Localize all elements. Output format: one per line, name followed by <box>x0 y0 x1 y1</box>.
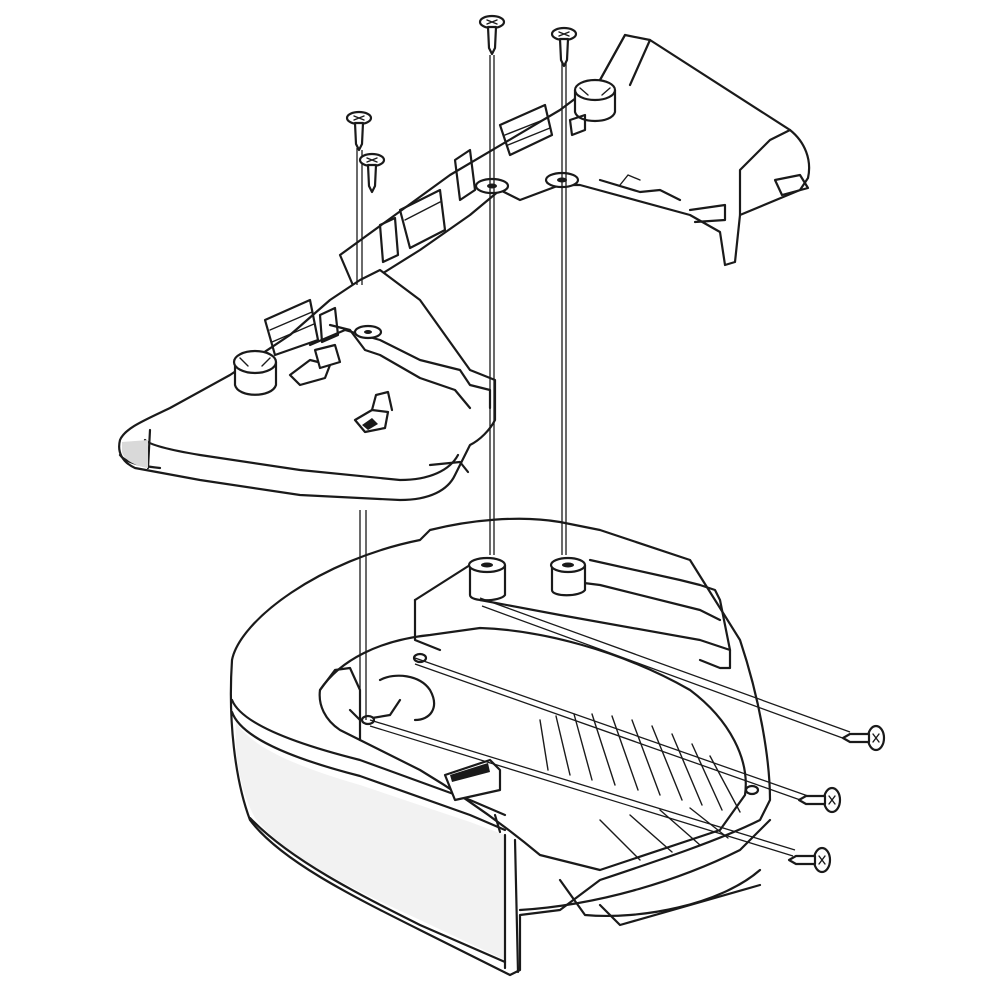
screw-side-1 <box>841 724 886 752</box>
screw-top-left-2 <box>358 152 386 194</box>
screw-icon <box>345 14 886 874</box>
screw-top-left-1 <box>345 110 373 152</box>
lower-cover-knob <box>232 349 278 396</box>
alignment-guides <box>356 55 851 857</box>
mounting-boss-left <box>467 556 507 602</box>
upper-cover-knob <box>573 78 617 123</box>
base-housing <box>229 517 772 977</box>
upper-rear-cover <box>338 33 811 292</box>
screw-top-middle <box>478 14 506 56</box>
mounting-boss-right <box>549 556 587 597</box>
vent-fins <box>539 713 741 861</box>
screw-side-2 <box>797 786 842 814</box>
screw-side-3 <box>787 846 832 874</box>
lower-front-cover <box>118 268 497 502</box>
screw-top-right <box>550 26 578 68</box>
